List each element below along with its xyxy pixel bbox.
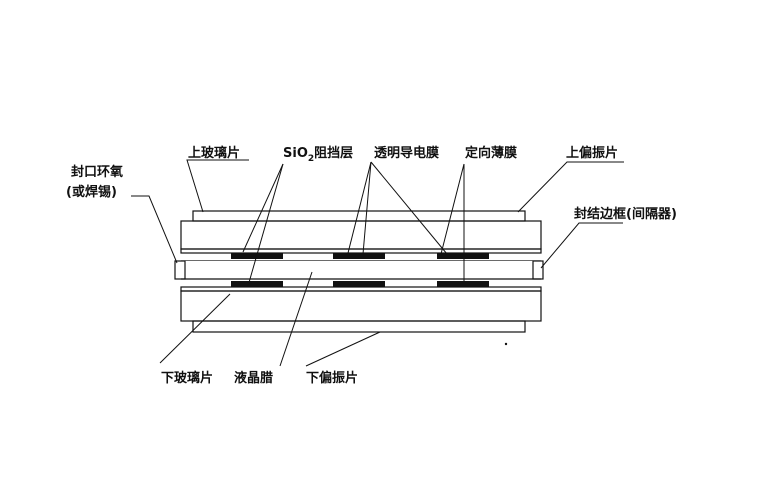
lower-electrode-1 (231, 281, 283, 287)
label-upper-glass: 上玻璃片 (188, 145, 240, 161)
small-dot (504, 342, 508, 346)
leader-lines (131, 159, 624, 367)
lower-sio2-layer (180, 286, 542, 292)
lower-glass (180, 290, 542, 322)
label-seal-epoxy-line2: (或焊锡) (66, 184, 117, 200)
label-upper-polarizer: 上偏振片 (566, 145, 618, 161)
lower-electrode-3 (437, 281, 489, 287)
upper-polarizer (192, 210, 526, 222)
upper-electrode-2 (333, 253, 385, 259)
sio2-barrier-layer (180, 248, 542, 254)
lower-electrode-2 (333, 281, 385, 287)
label-seal-epoxy-line1: 封口环氧 (71, 164, 123, 180)
label-lower-glass: 下玻璃片 (161, 370, 213, 386)
label-alignment-film: 定向薄膜 (464, 145, 517, 161)
label-lower-polarizer: 下偏振片 (306, 370, 358, 386)
label-conductive-film: 透明导电膜 (374, 145, 439, 161)
seal-frame-right (532, 260, 544, 280)
liquid-crystal-cell (181, 261, 541, 279)
label-sio2-barrier: SiO2阻挡层 (283, 145, 353, 164)
sio2-subscript: 2 (308, 154, 314, 164)
upper-electrode-3 (437, 253, 489, 259)
label-seal-frame: 封结边框(间隔器) (574, 206, 677, 222)
label-lc-cell: 液晶腊 (234, 370, 273, 386)
upper-glass (180, 220, 542, 250)
seal-epoxy (174, 260, 186, 280)
lower-polarizer (192, 320, 526, 333)
